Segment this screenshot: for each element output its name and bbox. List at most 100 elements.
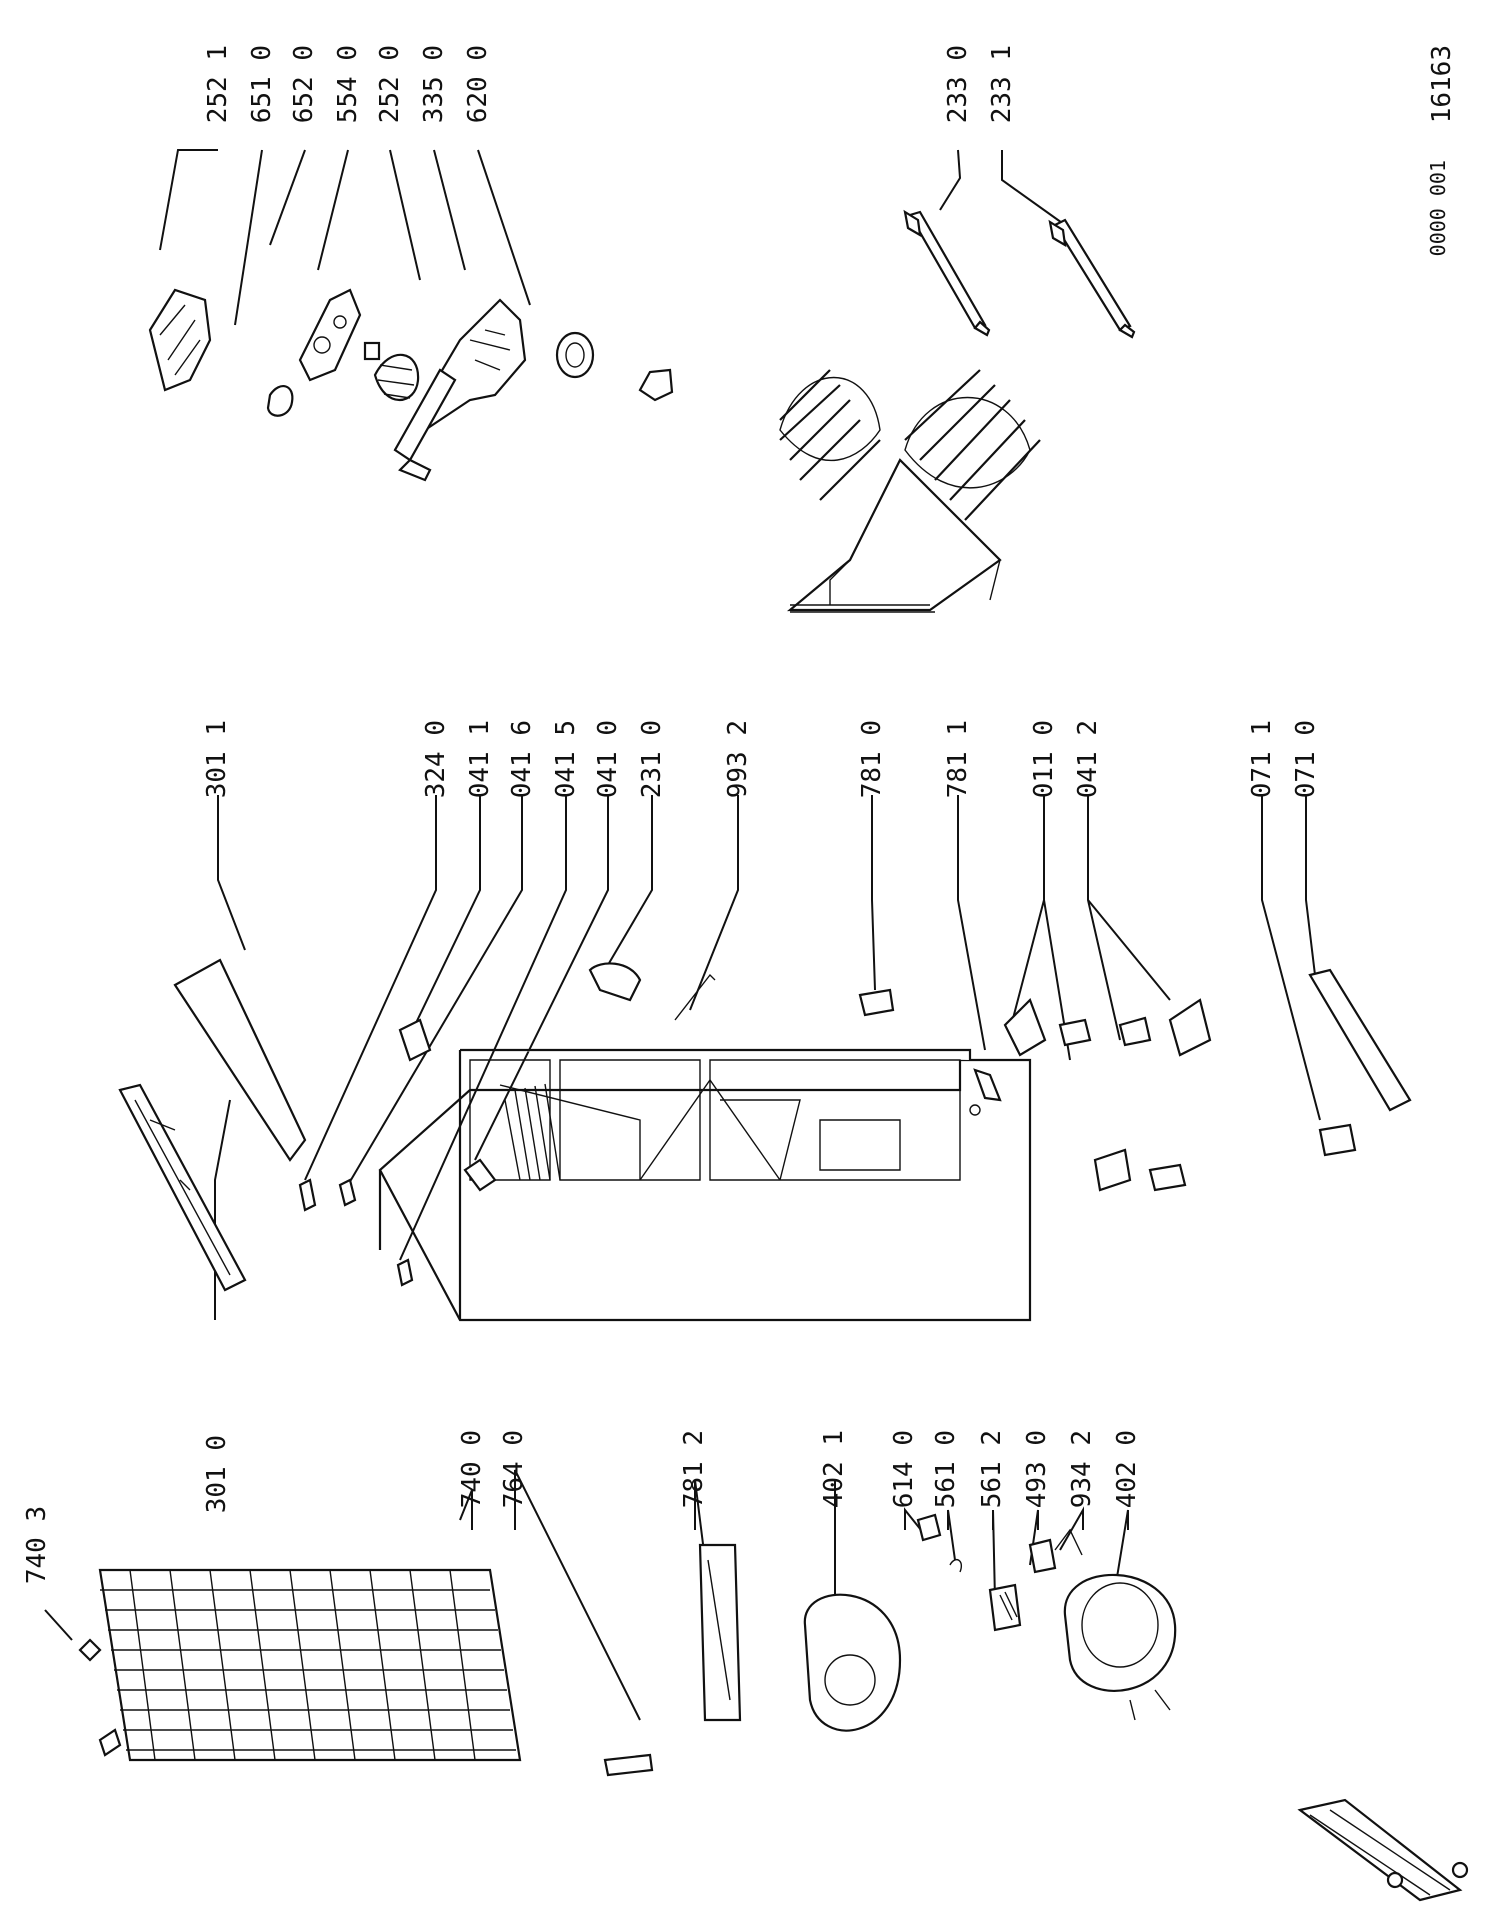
leader-335-0: [433, 149, 466, 271]
callout-071-1: 071 1: [1247, 720, 1277, 798]
cabinet-small-parts: [118, 958, 1412, 1292]
callout-041-6: 041 6: [507, 720, 537, 798]
callout-041-0: 041 0: [593, 720, 623, 798]
leader-614-0: [904, 1507, 926, 1536]
callout-561-2: 561 2: [977, 1430, 1007, 1508]
part-620-0-switch: [638, 368, 674, 402]
callout-041-2: 041 2: [1073, 720, 1103, 798]
callout-041-5: 041 5: [551, 720, 581, 798]
callout-labels: 740 3 740 0 764 0 781 2 402 1 614 0 561 …: [22, 45, 1457, 1584]
leader-252-1: [159, 149, 218, 251]
callout-041-1: 041 1: [465, 720, 495, 798]
callout-561-0: 561 0: [931, 1430, 961, 1508]
leader-993-2: [689, 795, 739, 1011]
leader-lines: [44, 149, 1321, 1721]
part-233-0-rail: [908, 210, 987, 330]
callout-781-1: 781 1: [943, 720, 973, 798]
callout-740-3: 740 3: [22, 1506, 52, 1584]
leader-324-0: [304, 795, 437, 1181]
part-011-0-foot: [1058, 1018, 1092, 1047]
part-335-0-knob: [555, 331, 595, 379]
drawing-number: 16163: [1427, 45, 1457, 123]
callout-324-0: 324 0: [421, 720, 451, 798]
callout-781-0: 781 0: [857, 720, 887, 798]
leader-231-0: [604, 795, 653, 971]
callout-233-0: 233 0: [943, 45, 973, 123]
callout-335-0: 335 0: [419, 45, 449, 123]
compressor-parts-group: [603, 1513, 1177, 1777]
part-652-0-thermostat: [298, 288, 362, 382]
drawing-code: 0000 001: [1426, 160, 1450, 256]
leader-740-3: [44, 1609, 73, 1641]
part-041-5-clip: [396, 1258, 414, 1287]
control-parts-group: [148, 288, 674, 482]
part-651-0-lamp: [266, 385, 294, 417]
callout-301-1: 301 1: [202, 720, 232, 798]
part-781-1-pin: [973, 1068, 1002, 1102]
callout-651-0: 651 0: [247, 45, 277, 123]
leader-934-2: [1059, 1506, 1084, 1551]
part-041-2-hinge: [1003, 998, 1047, 1057]
part-493-0-cover: [1028, 1538, 1057, 1574]
callout-620-0: 620 0: [463, 45, 493, 123]
part-301-1-strip: [173, 958, 307, 1162]
leader-252-0: [389, 149, 421, 281]
callout-402-0: 402 0: [1112, 1430, 1142, 1508]
leader-041-2: [1087, 795, 1171, 1041]
callout-493-0: 493 0: [1022, 1430, 1052, 1508]
callout-252-0: 252 0: [375, 45, 405, 123]
cabinet-part: [378, 1048, 1032, 1322]
part-402-0-compressor: [1063, 1573, 1177, 1692]
callout-233-1: 233 1: [987, 45, 1017, 123]
part-252-1-bracket: [148, 288, 212, 392]
leader-764-0: [514, 1469, 641, 1721]
leader-652-0: [269, 149, 306, 246]
rails-233: [903, 209, 1136, 339]
leader-561-0: [947, 1509, 956, 1561]
leader-041-5: [399, 795, 567, 1261]
callout-011-0: 011 0: [1029, 720, 1059, 798]
leader-554-0: [317, 149, 349, 271]
callout-231-0: 231 0: [637, 720, 667, 798]
leader-781-1: [957, 795, 986, 1051]
base-plate-part: [1297, 1798, 1469, 1902]
leader-740-0: [459, 1489, 473, 1530]
part-764-0-filter: [603, 1753, 654, 1777]
callout-993-2: 993 2: [723, 720, 753, 798]
evaporator-part: [779, 369, 1041, 613]
part-402-1-starter: [803, 1593, 902, 1732]
part-041-0-hinge: [463, 1158, 497, 1192]
part-614-0-relay: [916, 1513, 942, 1542]
leader-651-0: [234, 149, 263, 326]
leader-041-0: [474, 795, 609, 1161]
callout-934-2: 934 2: [1067, 1430, 1097, 1508]
leader-041-1: [414, 795, 481, 1026]
part-561-2-relay: [988, 1583, 1022, 1632]
leader-301-1: [217, 795, 246, 951]
leader-301-0: [214, 1099, 231, 1320]
callout-614-0: 614 0: [889, 1430, 919, 1508]
leader-561-2: [992, 1509, 996, 1601]
leader-233-0: [939, 149, 962, 211]
leader-041-6: [344, 795, 523, 1191]
part-071-0-strip: [1308, 968, 1412, 1112]
part-233-1-rail: [1053, 218, 1132, 332]
callout-252-1: 252 1: [203, 45, 233, 123]
part-993-2-sensor: [674, 973, 716, 1021]
callout-301-0: 301 0: [202, 1435, 232, 1513]
leader-781-0: [871, 795, 876, 991]
leader-071-1: [1261, 795, 1321, 1121]
part-324-0-clip: [298, 1178, 317, 1212]
callout-652-0: 652 0: [289, 45, 319, 123]
part-781-0-plug: [858, 988, 895, 1017]
leader-620-0: [477, 149, 531, 306]
part-071-1-bracket: [1318, 1123, 1357, 1157]
leader-233-1: [1001, 150, 1066, 226]
part-934-2-clamp: [1054, 1528, 1083, 1556]
part-554-0-knob: [373, 353, 420, 402]
part-231-0-bracket: [588, 962, 642, 1002]
leader-071-0: [1305, 795, 1316, 976]
callout-071-0: 071 0: [1291, 720, 1321, 798]
callout-554-0: 554 0: [333, 45, 363, 123]
